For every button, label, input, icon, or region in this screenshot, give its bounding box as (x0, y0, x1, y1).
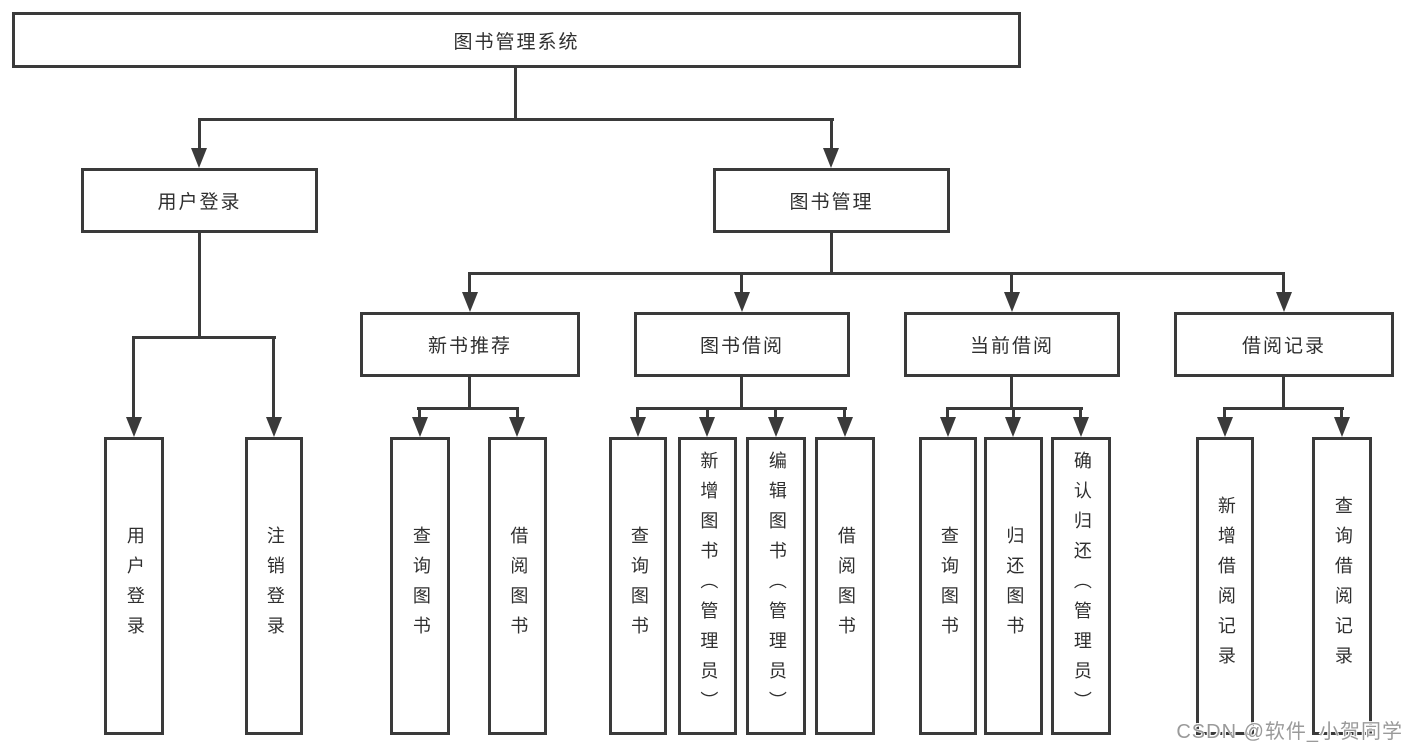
arrowhead-down (837, 417, 853, 437)
leaf-bb-query-books: 查询图书 (609, 437, 667, 735)
node-book-mgmt: 图书管理 (713, 168, 950, 233)
connector-line (468, 272, 471, 293)
leaf-cb-return-books-label: 归还图书 (1004, 526, 1025, 646)
leaf-bb-edit-books-label: 编辑图书（管理员） (766, 451, 787, 721)
leaf-cb-return-books: 归还图书 (984, 437, 1043, 735)
connector-line (198, 118, 834, 121)
node-user-login: 用户登录 (81, 168, 318, 233)
arrowhead-down (768, 417, 784, 437)
connector-line (1340, 407, 1343, 417)
arrowhead-down (1005, 417, 1021, 437)
connector-line (418, 407, 421, 417)
node-current-borrow-label: 当前借阅 (969, 336, 1054, 357)
arrowhead-down (823, 148, 839, 168)
leaf-logout: 注销登录 (245, 437, 303, 735)
connector-line (1223, 407, 1226, 417)
arrowhead-down (1276, 292, 1292, 312)
connector-line (516, 407, 519, 417)
connector-line (1079, 407, 1082, 417)
arrowhead-down (940, 417, 956, 437)
connector-line (1282, 272, 1285, 293)
connector-line (946, 407, 949, 417)
connector-line (468, 272, 1285, 275)
node-root: 图书管理系统 (12, 12, 1021, 68)
connector-line (132, 336, 276, 339)
arrowhead-down (412, 417, 428, 437)
leaf-cb-query-books: 查询图书 (919, 437, 977, 735)
leaf-cb-confirm-return: 确认归还（管理员） (1051, 437, 1111, 735)
arrowhead-down (266, 417, 282, 437)
node-book-borrow-label: 图书借阅 (699, 336, 784, 357)
leaf-nbr-query-books: 查询图书 (390, 437, 450, 735)
arrowhead-down (699, 417, 715, 437)
leaf-nbr-borrow-books: 借阅图书 (488, 437, 547, 735)
leaf-nbr-query-books-label: 查询图书 (410, 526, 431, 646)
node-user-login-label: 用户登录 (157, 192, 242, 213)
leaf-user-login: 用户登录 (104, 437, 164, 735)
leaf-br-query-record-label: 查询借阅记录 (1332, 496, 1353, 676)
leaf-br-add-record: 新增借阅记录 (1196, 437, 1254, 735)
arrowhead-down (191, 148, 207, 168)
connector-line (417, 407, 519, 410)
node-borrow-records-label: 借阅记录 (1241, 336, 1326, 357)
leaf-cb-confirm-return-label: 确认归还（管理员） (1071, 451, 1092, 721)
arrowhead-down (1073, 417, 1089, 437)
node-borrow-records: 借阅记录 (1174, 312, 1394, 377)
leaf-bb-add-books-label: 新增图书（管理员） (698, 451, 719, 721)
node-book-mgmt-label: 图书管理 (789, 192, 874, 213)
leaf-nbr-borrow-books-label: 借阅图书 (508, 526, 529, 646)
connector-line (636, 407, 639, 417)
leaf-bb-borrow-books: 借阅图书 (815, 437, 875, 735)
connector-line (706, 407, 709, 417)
connector-line (843, 407, 846, 417)
connector-line (774, 407, 777, 417)
node-new-book-rec-label: 新书推荐 (427, 336, 512, 357)
connector-line (1010, 272, 1013, 293)
connector-line (198, 118, 201, 149)
leaf-bb-edit-books: 编辑图书（管理员） (746, 437, 806, 735)
arrowhead-down (1217, 417, 1233, 437)
node-root-label: 图书管理系统 (453, 31, 580, 53)
connector-line (1224, 407, 1344, 410)
csdn-watermark: CSDN @软件_小贺同学 (1176, 721, 1403, 743)
leaf-cb-query-books-label: 查询图书 (938, 526, 959, 646)
arrowhead-down (734, 292, 750, 312)
arrowhead-down (126, 417, 142, 437)
connector-line (947, 407, 1083, 410)
connector-line (830, 118, 833, 149)
node-new-book-rec: 新书推荐 (360, 312, 580, 377)
connector-line (637, 407, 847, 410)
arrowhead-down (509, 417, 525, 437)
connector-line (1010, 377, 1013, 407)
node-book-borrow: 图书借阅 (634, 312, 850, 377)
connector-line (132, 336, 135, 417)
connector-line (514, 68, 517, 118)
leaf-br-query-record: 查询借阅记录 (1312, 437, 1372, 735)
connector-line (830, 233, 833, 272)
arrowhead-down (1334, 417, 1350, 437)
leaf-bb-add-books: 新增图书（管理员） (678, 437, 737, 735)
connector-line (468, 377, 471, 407)
connector-line (740, 272, 743, 293)
arrowhead-down (630, 417, 646, 437)
connector-line (272, 336, 275, 417)
connector-line (1012, 407, 1015, 417)
leaf-logout-label: 注销登录 (264, 526, 285, 646)
connector-line (198, 233, 201, 336)
connector-line (1282, 377, 1285, 407)
leaf-bb-query-books-label: 查询图书 (628, 526, 649, 646)
connector-line (740, 377, 743, 407)
arrowhead-down (462, 292, 478, 312)
leaf-bb-borrow-books-label: 借阅图书 (835, 526, 856, 646)
leaf-user-login-label: 用户登录 (124, 526, 145, 646)
leaf-br-add-record-label: 新增借阅记录 (1215, 496, 1236, 676)
node-current-borrow: 当前借阅 (904, 312, 1120, 377)
arrowhead-down (1004, 292, 1020, 312)
